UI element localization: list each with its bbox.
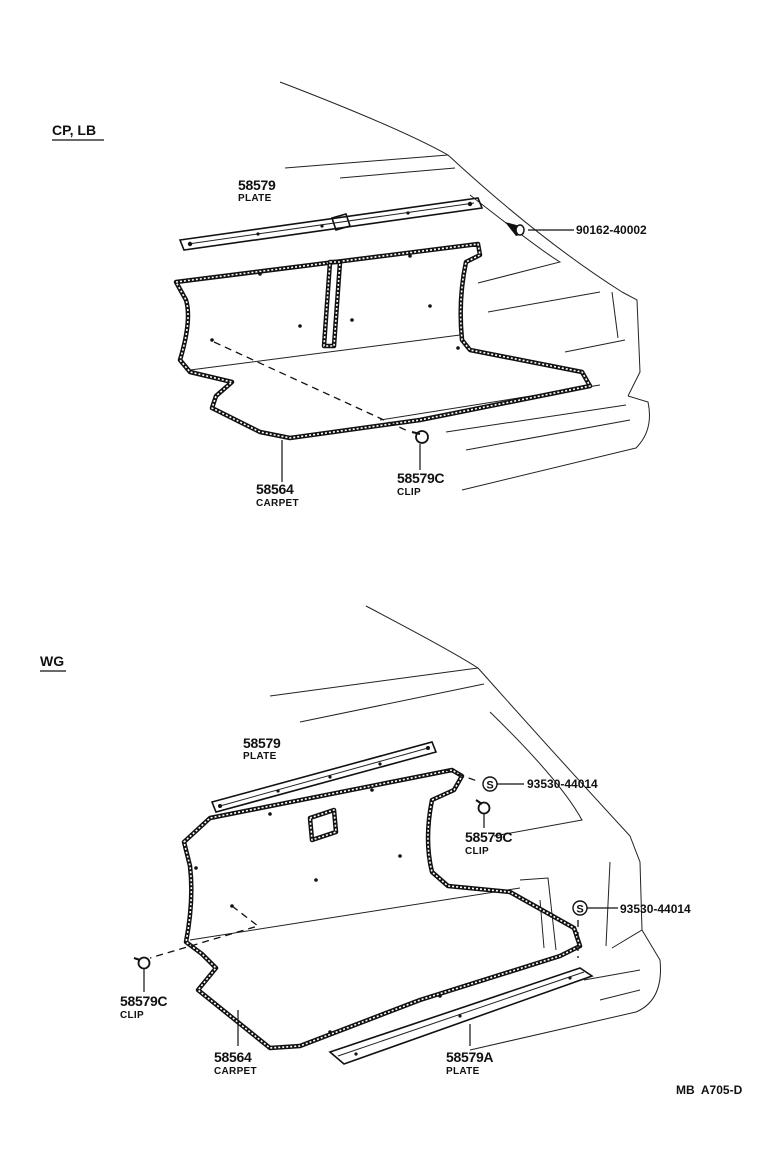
screw-icon <box>505 222 525 236</box>
car-body-outline-top <box>189 81 650 491</box>
s-mark-text: S <box>576 904 583 916</box>
part-number-58579c: 58579C <box>397 470 444 486</box>
part-number-93530-44014: 93530-44014 <box>527 777 598 791</box>
part-number-90162-40002: 90162-40002 <box>576 223 647 237</box>
section-cp-lb: CP, LB <box>52 81 650 509</box>
section-title-cp-lb: CP, LB <box>52 122 96 138</box>
part-number-58579a: 58579A <box>446 1049 493 1065</box>
standard-part-mark: S <box>482 776 498 792</box>
diagram-code: MB A705-D <box>676 1083 743 1097</box>
part-number-58579c: 58579C <box>465 829 512 845</box>
part-number-58579: 58579 <box>238 177 276 193</box>
part-name-clip: CLIP <box>120 1010 144 1021</box>
assembly-line <box>445 769 481 783</box>
part-name-clip: CLIP <box>397 487 421 498</box>
part-name-clip: CLIP <box>465 846 489 857</box>
plate-58579-top <box>178 197 484 251</box>
carpet-58564-bottom <box>181 767 583 1051</box>
section-wg: WG <box>40 605 691 1077</box>
standard-part-mark: S <box>572 900 588 916</box>
part-number-58564: 58564 <box>256 481 294 497</box>
part-name-carpet: CARPET <box>256 498 299 509</box>
plate-58579a <box>328 967 594 1065</box>
part-number-58564: 58564 <box>214 1049 252 1065</box>
part-number-93530-44014: 93530-44014 <box>620 902 691 916</box>
section-title-wg: WG <box>40 653 64 669</box>
clip-icon <box>475 799 491 815</box>
clip-icon <box>213 341 429 444</box>
car-body-outline-bottom <box>189 605 661 1051</box>
part-number-58579c: 58579C <box>120 993 167 1009</box>
s-mark-text: S <box>486 780 493 792</box>
part-name-plate: PLATE <box>238 193 272 204</box>
plate-58579-bottom <box>210 741 438 813</box>
part-name-plate: PLATE <box>446 1066 480 1077</box>
part-name-plate: PLATE <box>243 751 277 762</box>
clip-icon <box>133 956 151 970</box>
part-number-58579: 58579 <box>243 735 281 751</box>
carpet-58564-top <box>173 241 593 441</box>
part-name-carpet: CARPET <box>214 1066 257 1077</box>
